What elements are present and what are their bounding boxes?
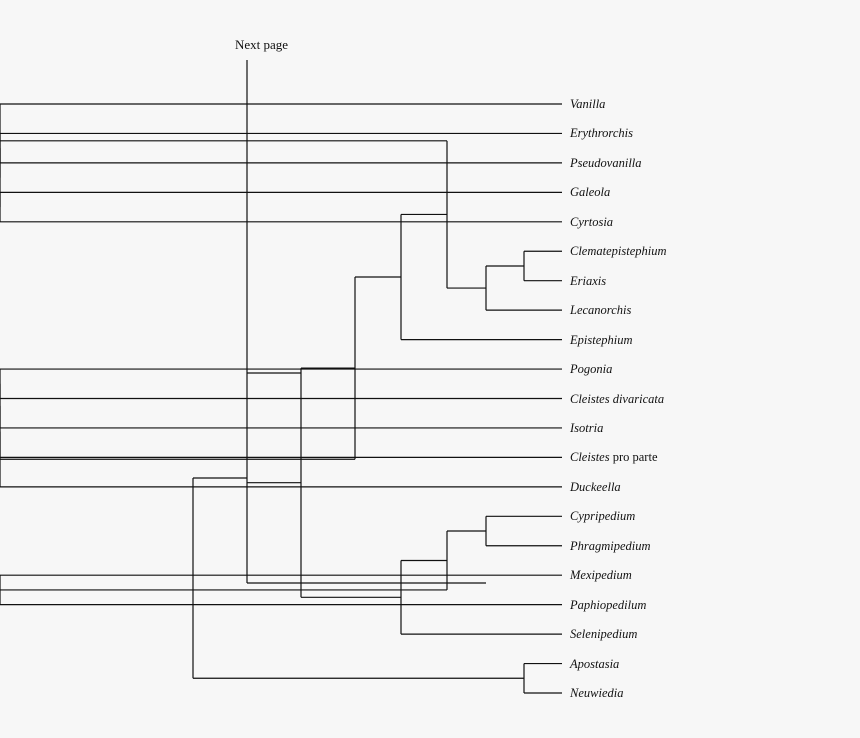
taxon-genus: Lecanorchis bbox=[570, 303, 632, 318]
taxon-label: Pseudovanilla bbox=[570, 156, 642, 170]
taxon-label: Cypripedium bbox=[570, 509, 635, 523]
taxon-label: Epistephium bbox=[570, 333, 633, 347]
taxon-label: Selenipedium bbox=[570, 627, 637, 641]
taxon-label: Lecanorchis bbox=[570, 303, 631, 317]
taxon-genus: Epistephium bbox=[570, 332, 633, 347]
taxon-genus: Isotria bbox=[570, 420, 604, 435]
taxon-label: Cleistes divaricata bbox=[570, 392, 664, 406]
next-page-label: Next page bbox=[235, 37, 289, 52]
taxon-genus: Duckeella bbox=[570, 479, 621, 494]
taxon-genus: Erythrorchis bbox=[570, 126, 633, 141]
taxon-genus: Cyrtosia bbox=[570, 214, 614, 229]
taxon-genus: Phragmipedium bbox=[570, 538, 651, 553]
taxon-genus: Cleistes bbox=[570, 450, 610, 465]
taxon-label: Isotria bbox=[570, 421, 603, 435]
taxon-genus: Cypripedium bbox=[570, 509, 636, 524]
taxon-label: Clematepistephium bbox=[570, 244, 667, 258]
taxon-qualifier: pro parte bbox=[609, 450, 658, 465]
taxon-label: Vanilla bbox=[570, 97, 605, 111]
taxon-label: Pogonia bbox=[570, 362, 612, 376]
taxon-label: Cyrtosia bbox=[570, 215, 613, 229]
taxon-genus: Neuwiedia bbox=[570, 686, 624, 700]
taxon-label: Erythrorchis bbox=[570, 126, 633, 140]
taxon-genus: Cleistes divaricata bbox=[570, 391, 665, 406]
taxon-genus: Eriaxis bbox=[570, 273, 607, 288]
taxon-genus: Vanilla bbox=[570, 97, 606, 111]
taxon-genus: Pseudovanilla bbox=[570, 155, 642, 170]
taxon-genus: Selenipedium bbox=[570, 627, 638, 642]
taxon-label: Mexipedium bbox=[570, 568, 632, 582]
taxon-genus: Clematepistephium bbox=[570, 244, 667, 259]
taxon-genus: Galeola bbox=[570, 185, 611, 200]
taxon-label: Galeola bbox=[570, 185, 610, 199]
taxon-genus: Paphiopedilum bbox=[570, 597, 647, 612]
taxon-label: Neuwiedia bbox=[570, 686, 623, 700]
taxon-label: Duckeella bbox=[570, 480, 621, 494]
taxon-genus: Apostasia bbox=[570, 656, 620, 671]
taxon-label: Apostasia bbox=[570, 657, 619, 671]
taxon-label: Phragmipedium bbox=[570, 539, 651, 553]
taxon-genus: Pogonia bbox=[570, 362, 613, 377]
taxon-label: Paphiopedilum bbox=[570, 598, 646, 612]
taxon-genus: Mexipedium bbox=[570, 568, 632, 583]
taxon-label: Cleistes pro parte bbox=[570, 450, 658, 464]
taxon-label: Eriaxis bbox=[570, 274, 606, 288]
